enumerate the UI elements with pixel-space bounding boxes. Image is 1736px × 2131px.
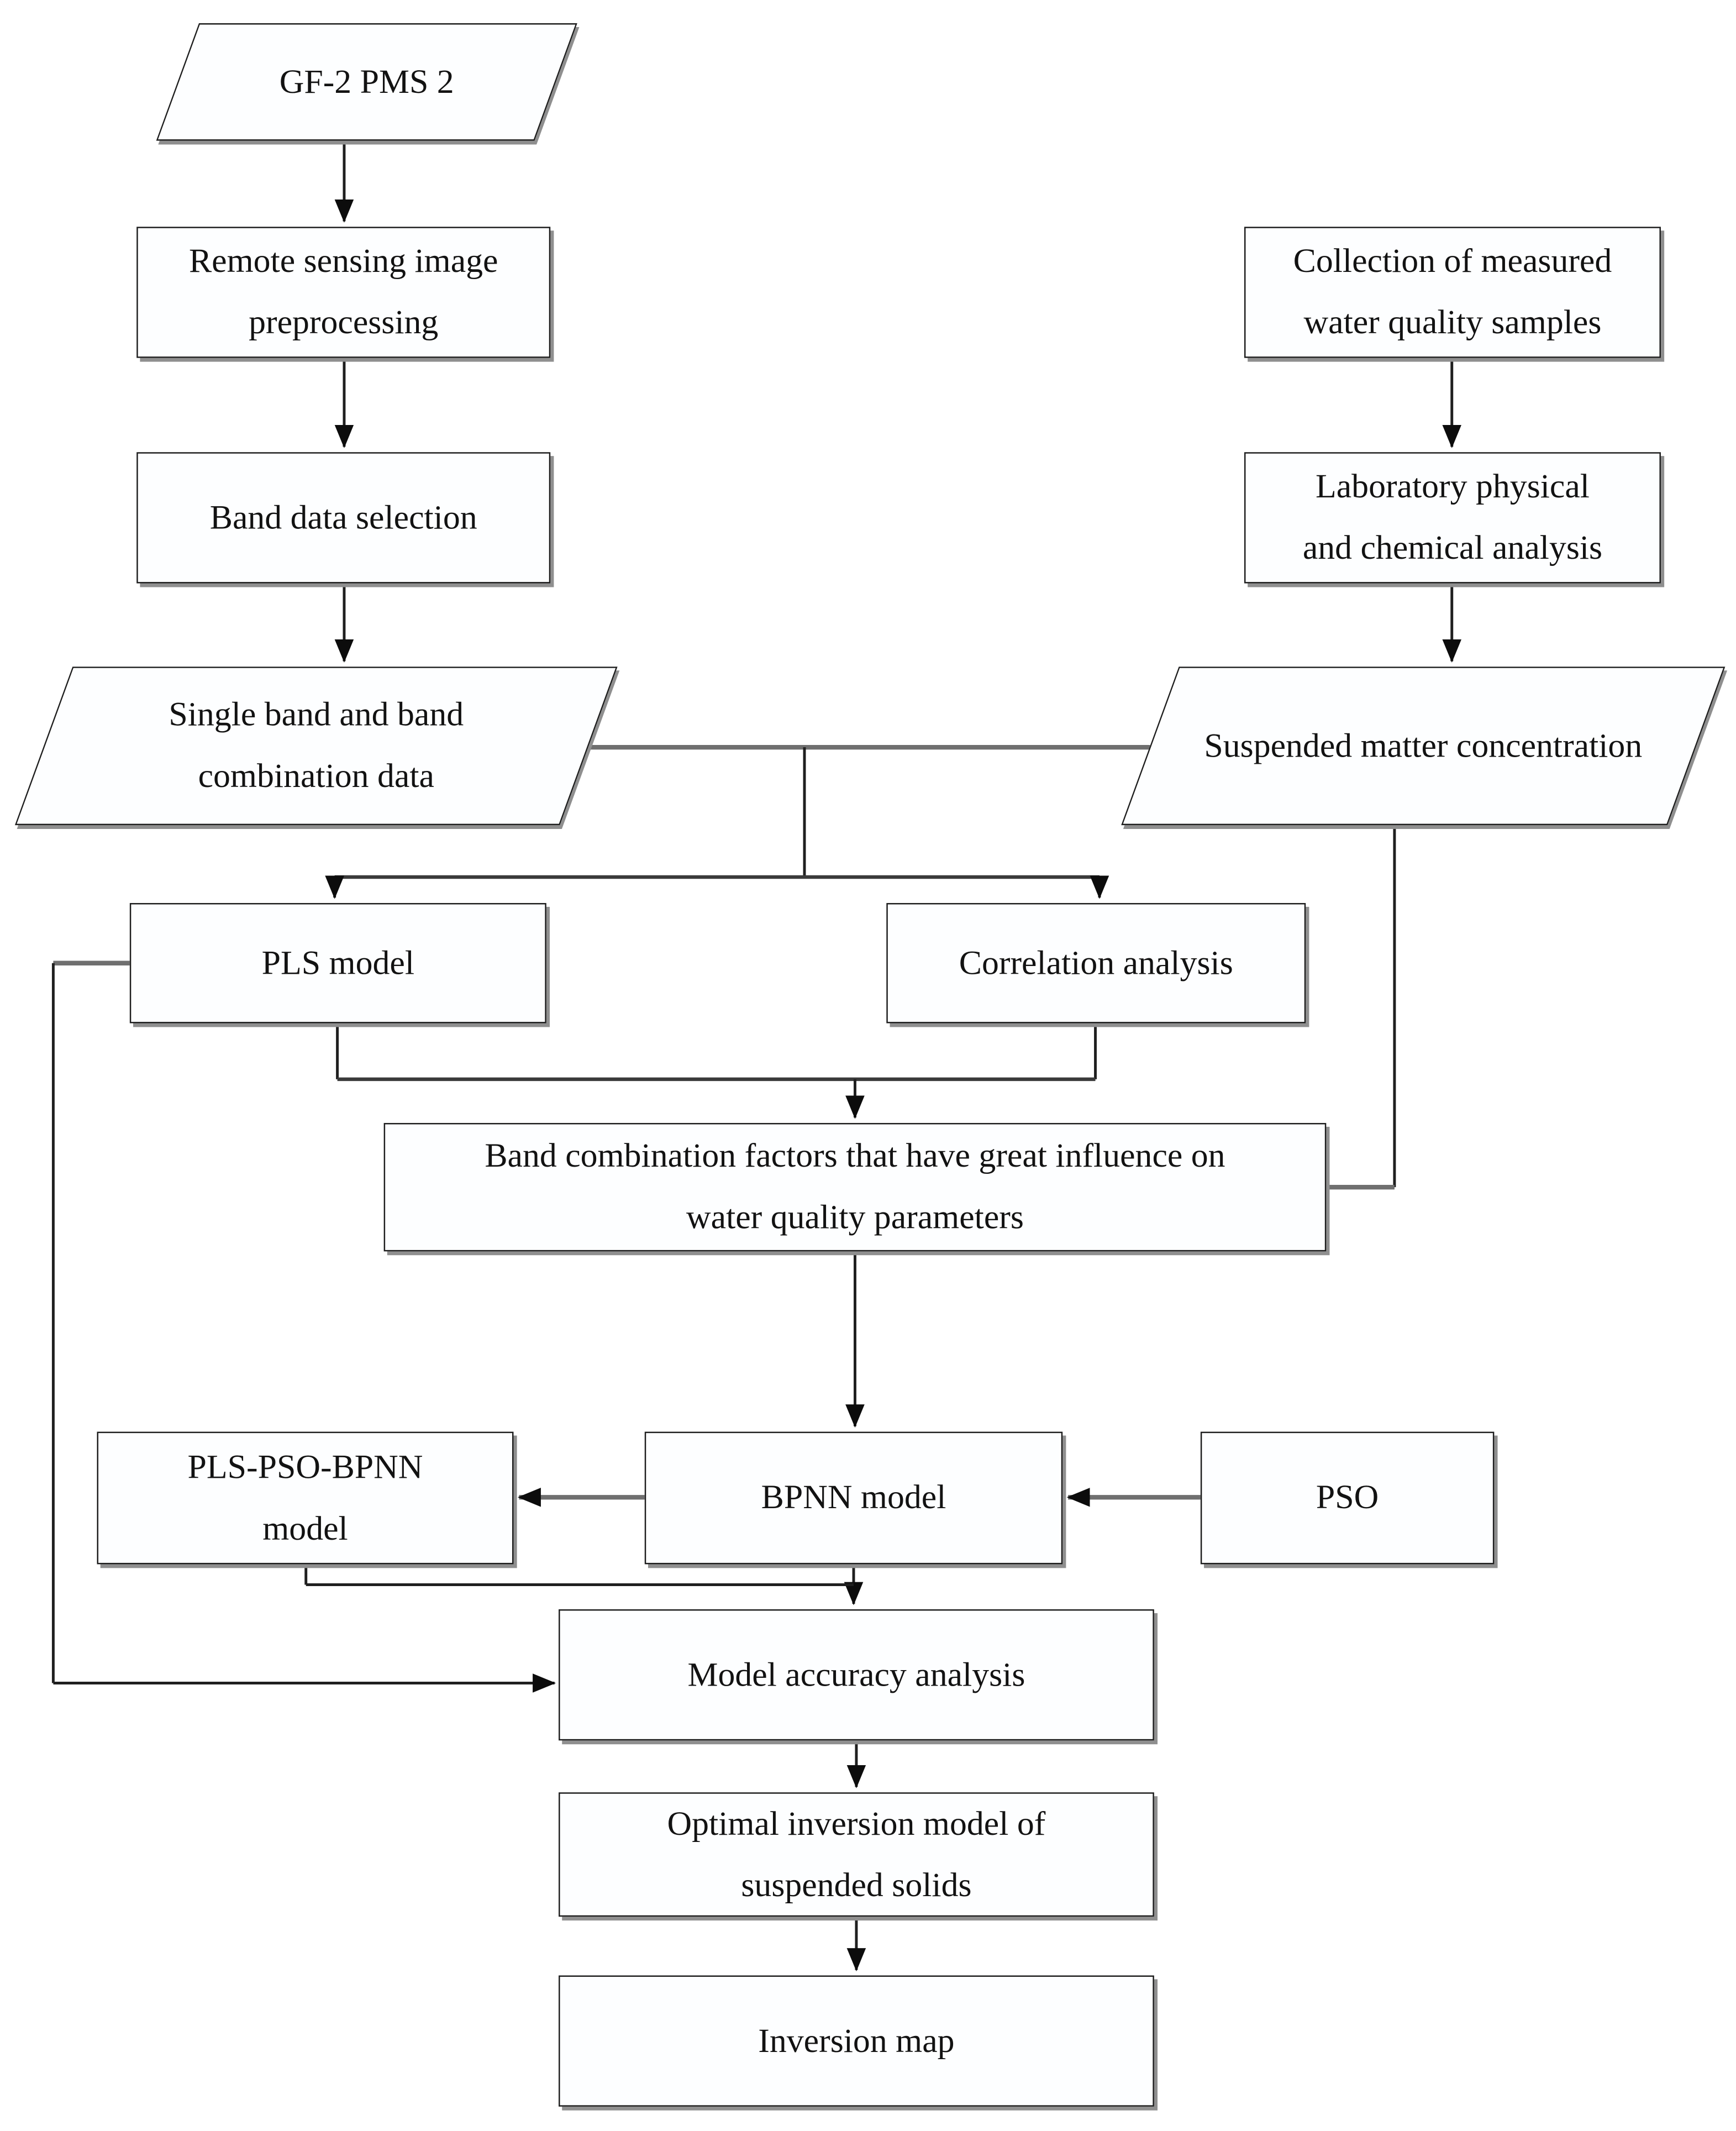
node-remote-sensing-preprocessing: Remote sensing image preprocessing [136, 227, 551, 358]
node-optimal-inversion-model: Optimal inversion model of suspended sol… [559, 1792, 1154, 1917]
node-label: Single band and band combination data [169, 696, 464, 795]
node-bpnn-model: BPNN model [644, 1431, 1063, 1565]
node-band-combination-factors: Band combination factors that have great… [383, 1122, 1327, 1252]
node-pls-pso-bpnn-model: PLS-PSO-BPNN model [97, 1431, 514, 1565]
node-label: Suspended matter concentration [1204, 727, 1643, 765]
node-pso: PSO [1200, 1431, 1495, 1565]
node-collection-samples: Collection of measured water quality sam… [1244, 227, 1661, 358]
node-pls-model: PLS model [129, 902, 546, 1023]
node-model-accuracy-analysis: Model accuracy analysis [559, 1609, 1154, 1741]
node-single-band-data: Single band and band combination data [14, 666, 618, 826]
node-laboratory-analysis: Laboratory physical and chemical analysi… [1244, 452, 1661, 584]
node-correlation-analysis: Correlation analysis [886, 902, 1306, 1023]
node-inversion-map: Inversion map [559, 1975, 1154, 2107]
node-suspended-matter: Suspended matter concentration [1121, 666, 1726, 826]
node-gf2-pms2: GF-2 PMS 2 [156, 23, 577, 141]
node-label: GF-2 PMS 2 [279, 63, 454, 101]
node-band-data-selection: Band data selection [136, 452, 551, 584]
